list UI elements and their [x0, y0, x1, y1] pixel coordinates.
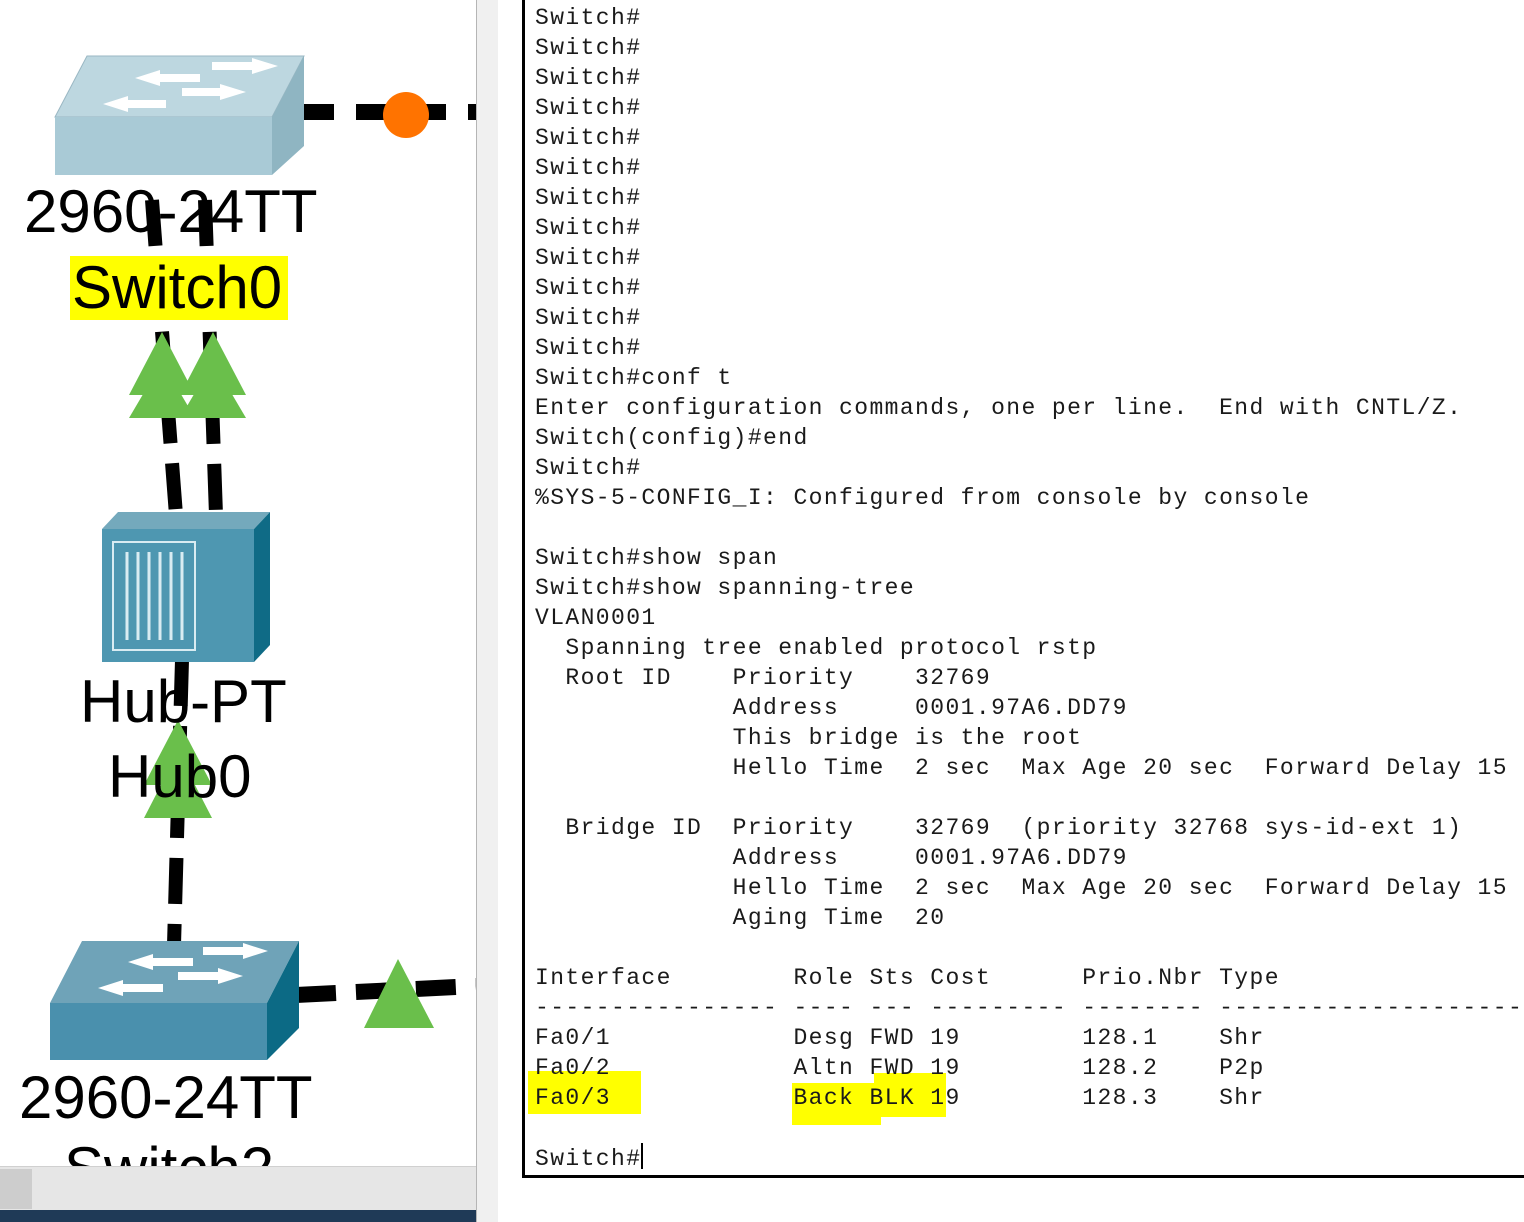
- link-up-indicator: [144, 752, 212, 818]
- terminal-line: Switch#show spanning-tree: [535, 573, 1524, 603]
- terminal-line-text: ---------------- ---- --- --------- ----…: [535, 995, 1524, 1021]
- terminal-line: Switch(config)#end: [535, 423, 1524, 453]
- terminal-line-text: Enter configuration commands, one per li…: [535, 395, 1463, 421]
- terminal-line: Hello Time 2 sec Max Age 20 sec Forward …: [535, 873, 1524, 903]
- terminal-line: Bridge ID Priority 32769 (priority 32768…: [535, 813, 1524, 843]
- hub0-device[interactable]: [102, 512, 270, 662]
- terminal-line: Switch#: [535, 33, 1524, 63]
- terminal-output[interactable]: Switch# Switch# Switch# Switch# Switch# Switc…: [535, 3, 1524, 1173]
- terminal-line-text: Switch#: [535, 155, 642, 181]
- terminal-line: Switch#: [535, 243, 1524, 273]
- terminal-line-text: Switch#: [535, 5, 642, 31]
- terminal-line-text: Root ID Priority 32769: [535, 665, 992, 691]
- terminal-line: Address 0001.97A6.DD79: [535, 843, 1524, 873]
- terminal-line: Switch#conf t: [535, 363, 1524, 393]
- terminal-line: Switch#: [535, 303, 1524, 333]
- scrollbar-thumb[interactable]: [0, 1169, 32, 1209]
- terminal-line: [535, 783, 1524, 813]
- switch2-device[interactable]: [50, 941, 299, 1060]
- terminal-line-text: Hello Time 2 sec Max Age 20 sec Forward …: [535, 875, 1524, 901]
- horizontal-scrollbar[interactable]: [0, 1166, 476, 1211]
- topology-workspace[interactable]: 2960-24TT Switch0 Hub-PT Hub0 2960-24TT …: [0, 0, 476, 1222]
- terminal-line: Switch#: [535, 123, 1524, 153]
- terminal-line: [535, 1113, 1524, 1143]
- terminal-line-text: Switch#conf t: [535, 365, 733, 391]
- link-up-indicator: [180, 362, 246, 418]
- terminal-line-text: %SYS-5-CONFIG_I: Configured from console…: [535, 485, 1311, 511]
- terminal-line: Enter configuration commands, one per li…: [535, 393, 1524, 423]
- switch0-model-label: 2960-24TT: [24, 178, 318, 245]
- terminal-line-text: Switch#: [535, 455, 642, 481]
- terminal-line-text: Switch#: [535, 215, 642, 241]
- terminal-line-text: Fa0/3 Back BLK 19 128.3 Shr: [535, 1085, 1265, 1111]
- terminal-line: ---------------- ---- --- --------- ----…: [535, 993, 1524, 1023]
- terminal-line: Address 0001.97A6.DD79: [535, 693, 1524, 723]
- terminal-line: Switch#: [535, 3, 1524, 33]
- terminal-line: Switch#: [535, 183, 1524, 213]
- link-up-indicator: [129, 362, 195, 418]
- terminal-line: This bridge is the root: [535, 723, 1524, 753]
- terminal-line: Switch#: [535, 153, 1524, 183]
- terminal-line-text: Switch#: [535, 35, 642, 61]
- terminal-line-text: Fa0/1 Desg FWD 19 128.1 Shr: [535, 1025, 1265, 1051]
- terminal-line-text: Switch#: [535, 95, 642, 121]
- terminal-line-text: Switch#: [535, 125, 642, 151]
- cli-terminal[interactable]: Switch# Switch# Switch# Switch# Switch# Switc…: [522, 0, 1524, 1178]
- terminal-line: Spanning tree enabled protocol rstp: [535, 633, 1524, 663]
- terminal-line-text: Switch(config)#end: [535, 425, 809, 451]
- terminal-line-text: Switch#: [535, 305, 642, 331]
- switch2-model-label: 2960-24TT: [19, 1064, 313, 1131]
- terminal-line-text: Switch#: [535, 245, 642, 271]
- terminal-line-text: Bridge ID Priority 32769 (priority 32768…: [535, 815, 1463, 841]
- terminal-line: Interface Role Sts Cost Prio.Nbr Type: [535, 963, 1524, 993]
- terminal-line-text: Switch#show span: [535, 545, 779, 571]
- terminal-line: Switch#: [535, 333, 1524, 363]
- text-cursor: [641, 1143, 644, 1169]
- terminal-line: Fa0/1 Desg FWD 19 128.1 Shr: [535, 1023, 1524, 1053]
- terminal-line: [535, 933, 1524, 963]
- hub0-model-label: Hub-PT: [80, 668, 287, 735]
- terminal-line: Root ID Priority 32769: [535, 663, 1524, 693]
- switch0-device[interactable]: [54, 55, 305, 175]
- highlight-status-blk: [874, 1073, 946, 1117]
- terminal-line: Switch#: [535, 1143, 1524, 1173]
- terminal-line: Hello Time 2 sec Max Age 20 sec Forward …: [535, 753, 1524, 783]
- terminal-line-text: Interface Role Sts Cost Prio.Nbr Type: [535, 965, 1280, 991]
- pane-divider[interactable]: [476, 0, 498, 1222]
- terminal-line-text: Fa0/2 Altn FWD 19 128.2 P2p: [535, 1055, 1265, 1081]
- terminal-line-text: Switch#: [535, 65, 642, 91]
- terminal-line: Fa0/3 Back BLK 19 128.3 Shr: [535, 1083, 1524, 1113]
- terminal-line: [535, 513, 1524, 543]
- terminal-line: %SYS-5-CONFIG_I: Configured from console…: [535, 483, 1524, 513]
- link-up-indicator: [364, 959, 434, 1028]
- terminal-line: Switch#: [535, 213, 1524, 243]
- terminal-line: Switch#: [535, 273, 1524, 303]
- terminal-line: Aging Time 20: [535, 903, 1524, 933]
- terminal-line: Switch#show span: [535, 543, 1524, 573]
- terminal-line-text: Hello Time 2 sec Max Age 20 sec Forward …: [535, 755, 1524, 781]
- terminal-line-text: This bridge is the root: [535, 725, 1083, 751]
- terminal-line-text: Address 0001.97A6.DD79: [535, 695, 1128, 721]
- topology-canvas: [50, 55, 476, 1060]
- terminal-line: Fa0/2 Altn FWD 19 128.2 P2p: [535, 1053, 1524, 1083]
- highlight-interface-fa0-3: [528, 1071, 641, 1114]
- switch0-name-label: Switch0: [70, 256, 289, 320]
- terminal-line-text: Switch#: [535, 185, 642, 211]
- hub0-name-label: Hub0: [108, 743, 252, 810]
- terminal-line: VLAN0001: [535, 603, 1524, 633]
- highlight-role-back: [792, 1083, 881, 1125]
- terminal-line-text: Address 0001.97A6.DD79: [535, 845, 1128, 871]
- terminal-line-text: Switch#: [535, 1146, 642, 1172]
- terminal-line-text: Switch#: [535, 275, 642, 301]
- terminal-line-text: Switch#show spanning-tree: [535, 575, 916, 601]
- terminal-line-text: Switch#: [535, 335, 642, 361]
- terminal-line-text: VLAN0001: [535, 605, 657, 631]
- terminal-line: Switch#: [535, 63, 1524, 93]
- terminal-line-text: Aging Time 20: [535, 905, 946, 931]
- terminal-line: Switch#: [535, 93, 1524, 123]
- taskbar-edge: [0, 1210, 476, 1222]
- terminal-line-text: Spanning tree enabled protocol rstp: [535, 635, 1098, 661]
- link-down-indicator: [383, 92, 429, 138]
- terminal-line: Switch#: [535, 453, 1524, 483]
